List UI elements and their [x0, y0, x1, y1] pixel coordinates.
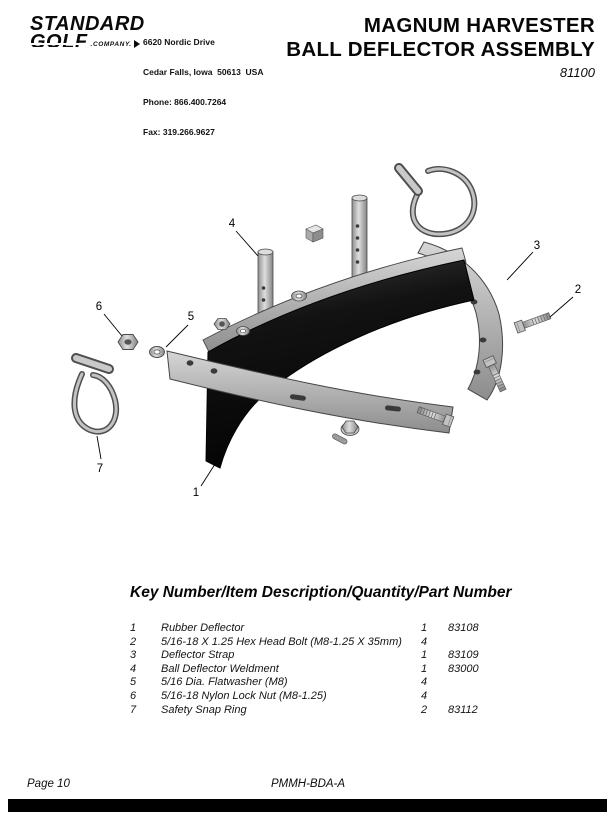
- flatwasher-mid: [236, 326, 250, 336]
- part-number: [448, 636, 508, 650]
- part-description: 5/16-18 X 1.25 Hex Head Bolt (M8-1.25 X …: [161, 635, 402, 648]
- address-line: Cedar Falls, Iowa 50613 USA: [143, 67, 264, 77]
- flatwasher-upper: [291, 290, 307, 302]
- logo-stripe: [30, 47, 86, 49]
- callout-2: 2: [574, 284, 582, 296]
- part-quantity: 1: [421, 662, 428, 675]
- footer-bar: [8, 799, 607, 812]
- part-number: 83112: [448, 703, 478, 716]
- logo-stripe: [30, 43, 86, 45]
- page-title-line2: BALL DEFLECTOR ASSEMBLY: [286, 38, 595, 61]
- callout-leader-lines: [96, 230, 574, 487]
- hex-nut-upper: [213, 318, 231, 330]
- part-number: [448, 676, 508, 690]
- parts-table-heading: Key Number/Item Description/Quantity/Par…: [130, 584, 512, 601]
- address-line: 6620 Nordic Drive: [143, 37, 215, 47]
- logo-text-standard: STANDARD: [30, 13, 145, 35]
- part-key: 7: [130, 703, 137, 716]
- spacer-block: [305, 224, 324, 243]
- part-quantity: 4: [421, 689, 428, 702]
- logo-flag-icon: [133, 40, 140, 48]
- part-number: 83108: [448, 622, 479, 634]
- callout-7: 7: [96, 463, 104, 475]
- parts-table-section: Key Number/Item Description/Quantity/Par…: [130, 584, 512, 717]
- part-key: 6: [130, 689, 137, 702]
- safety-snap-ring-top: [394, 163, 478, 238]
- title-block: MAGNUM HARVESTER BALL DEFLECTOR ASSEMBLY…: [286, 14, 595, 81]
- part-quantity: 4: [421, 635, 428, 648]
- logo-text-company: .COMPANY.: [90, 41, 132, 48]
- rubber-deflector-part: [205, 259, 475, 469]
- part-description: Safety Snap Ring: [161, 703, 247, 716]
- part-quantity: 4: [421, 676, 428, 689]
- standard-golf-logo: STANDARD GOLF .COMPANY.: [30, 13, 145, 52]
- part-description: Rubber Deflector: [161, 622, 245, 634]
- logo-text-golf: GOLF: [30, 32, 88, 52]
- part-key: 2: [130, 635, 137, 648]
- callout-1: 1: [192, 487, 200, 499]
- part-number: 83109: [448, 649, 479, 662]
- part-description: Ball Deflector Weldment: [161, 662, 279, 675]
- part-key: 5: [130, 676, 137, 689]
- callout-5: 5: [187, 311, 195, 323]
- nylon-lock-nut-part: [117, 334, 139, 350]
- part-quantity: 1: [421, 622, 428, 634]
- flatwasher-part: [149, 346, 165, 358]
- model-number: 81100: [559, 65, 595, 80]
- callout-6: 6: [95, 301, 103, 313]
- part-key: 3: [130, 649, 137, 662]
- logo-line2: GOLF .COMPANY.: [30, 32, 145, 52]
- part-description: Deflector Strap: [161, 649, 235, 662]
- part-key: 1: [130, 622, 137, 634]
- part-quantity: 1: [421, 649, 428, 662]
- address-line: Fax: 319.266.9627: [143, 127, 215, 137]
- part-number: [448, 690, 508, 704]
- page-title-line1: MAGNUM HARVESTER: [363, 14, 595, 37]
- part-quantity: 2: [421, 703, 428, 716]
- page-number: Page 10: [27, 778, 70, 790]
- mounted-bolt: [332, 420, 360, 445]
- parts-table: 1 Rubber Deflector 1 83108 2 5/16-18 X 1…: [130, 622, 512, 717]
- callout-3: 3: [533, 240, 541, 252]
- document-code: PMMH-BDA-A: [270, 778, 346, 790]
- address-line: Phone: 866.400.7264: [143, 97, 227, 107]
- company-address: 6620 Nordic Drive Cedar Falls, Iowa 5061…: [143, 17, 263, 157]
- part-key: 4: [130, 662, 137, 675]
- part-description: 5/16 Dia. Flatwasher (M8): [161, 676, 288, 689]
- hex-bolt-right: [513, 310, 553, 334]
- part-description: 5/16-18 Nylon Lock Nut (M8-1.25): [161, 689, 327, 702]
- part-number: 83000: [448, 662, 479, 675]
- safety-snap-ring-left: [71, 353, 120, 435]
- callout-4: 4: [228, 218, 236, 230]
